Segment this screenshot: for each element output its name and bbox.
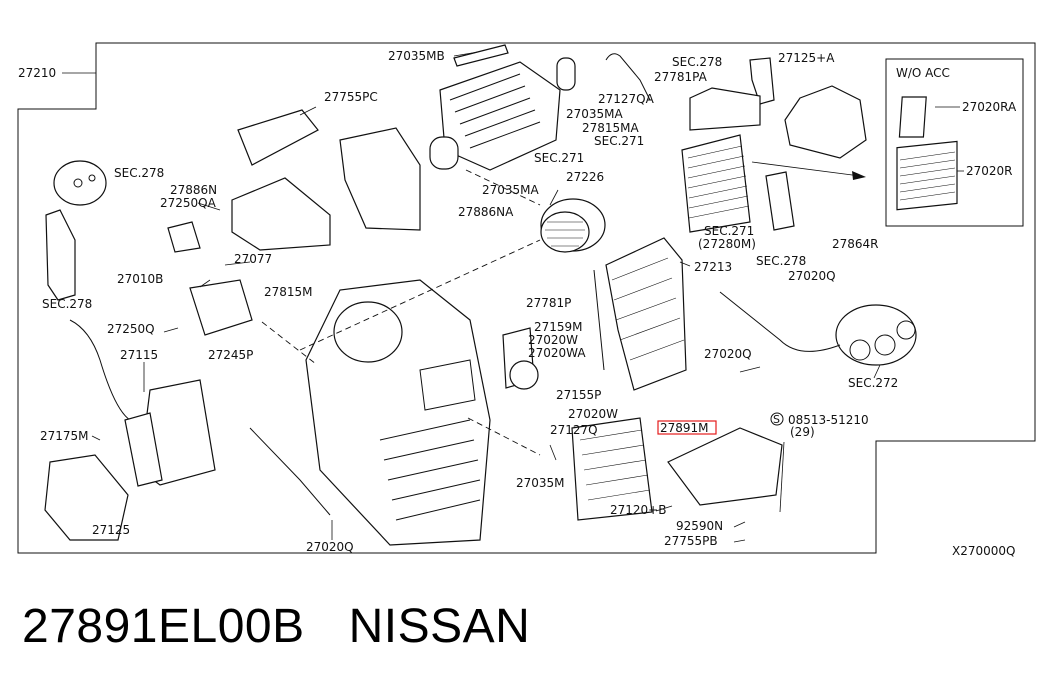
label-27035M: 27035M — [516, 476, 565, 490]
label-27815M: 27815M — [264, 285, 313, 299]
label-27020WA: 27020WA — [528, 346, 586, 360]
dash-3 — [465, 169, 541, 206]
leader-lines — [91, 51, 881, 543]
label-27245P: 27245P — [208, 348, 253, 362]
label-sec271-b: SEC.271 — [534, 151, 584, 165]
label-27886N: 27886N — [170, 183, 217, 197]
label-27035MA-2: 27035MA — [482, 183, 540, 197]
left-parts — [44, 109, 331, 541]
label-27175M: 27175M — [40, 429, 89, 443]
label-27755PB: 27755PB — [664, 534, 718, 548]
label-27864R: 27864R — [832, 237, 879, 251]
label-27115: 27115 — [120, 348, 158, 362]
label-27020R: 27020R — [966, 164, 1013, 178]
frame-label: 27210 — [18, 66, 56, 80]
blower-motor — [540, 198, 606, 253]
dash-1 — [299, 239, 541, 351]
label-27226: 27226 — [566, 170, 604, 184]
label-27127Q: 27127Q — [550, 423, 598, 437]
label-27077: 27077 — [234, 252, 272, 266]
label-27250QA: 27250QA — [160, 196, 217, 210]
inset-box — [885, 58, 1024, 227]
label-sec278-left: SEC.278 — [114, 166, 164, 180]
filter-r — [896, 140, 958, 211]
dash-4 — [261, 321, 317, 365]
label-27020RA: 27020RA — [962, 100, 1017, 114]
screw-symbol — [770, 412, 784, 426]
brand-name: NISSAN — [348, 600, 531, 653]
filter-ra — [898, 96, 927, 138]
highlighted-part-label: 27891M — [660, 421, 709, 435]
label-27280M: (27280M) — [698, 237, 756, 251]
label-08513: 08513-51210 — [788, 413, 869, 427]
label-27159M: 27159M — [534, 320, 583, 334]
label-27035MB: 27035MB — [388, 49, 445, 63]
label-27250Q: 27250Q — [107, 322, 155, 336]
dash-2 — [467, 417, 541, 456]
label-sec271-c: SEC.271 — [704, 224, 754, 238]
label-08513-qty: (29) — [790, 425, 815, 439]
part-27125A-body — [784, 85, 867, 159]
label-27020W-1: 27020W — [528, 333, 578, 347]
parts-diagram: 27210 W/O ACC — [17, 42, 1036, 558]
label-27127QA: 27127QA — [598, 92, 655, 106]
label-27035MA-1: 27035MA — [566, 107, 624, 121]
part-27864R — [765, 171, 795, 231]
label-27010B: 27010B — [117, 272, 163, 286]
label-27020Q-bottom: 27020Q — [306, 540, 354, 554]
label-sec272: SEC.272 — [848, 376, 898, 390]
part-number: 27891EL00B — [22, 600, 305, 653]
label-92590N: 92590N — [676, 519, 723, 533]
highlight-box — [657, 420, 717, 435]
upper-case — [429, 44, 576, 171]
label-27125: 27125 — [92, 523, 130, 537]
label-sec278-mid: SEC.278 — [42, 297, 92, 311]
label-27781PA: 27781PA — [654, 70, 708, 84]
label-27020Q-r: 27020Q — [788, 269, 836, 283]
figure-code: X270000Q — [952, 544, 1015, 558]
pipe-27125A — [749, 57, 775, 105]
label-27886NA: 27886NA — [458, 205, 514, 219]
main-case — [305, 279, 491, 546]
label-27213: 27213 — [694, 260, 732, 274]
pipe-27781PA — [605, 53, 651, 101]
label-sec278-r: SEC.278 — [756, 254, 806, 268]
label-27755PC: 27755PC — [324, 90, 378, 104]
caption: 27891EL00B NISSAN — [22, 597, 530, 657]
label-27155P: 27155P — [556, 388, 601, 402]
label-sec271-a: SEC.271 — [594, 134, 644, 148]
center-right-parts — [249, 127, 917, 521]
label-27815MA: 27815MA — [582, 121, 640, 135]
screw-symbol-glyph: S — [773, 413, 780, 426]
label-27020W-2: 27020W — [568, 407, 618, 421]
label-27781P: 27781P — [526, 296, 571, 310]
label-27120B: 27120+B — [610, 503, 666, 517]
frame-border — [17, 42, 1036, 554]
label-sec278-top: SEC.278 — [672, 55, 722, 69]
arrow — [751, 161, 861, 177]
label-27125A: 27125+A — [778, 51, 835, 65]
evaporator-box — [681, 87, 761, 233]
label-27020Q-mid: 27020Q — [704, 347, 752, 361]
arrowhead — [852, 171, 866, 180]
inset-title: W/O ACC — [896, 66, 950, 80]
